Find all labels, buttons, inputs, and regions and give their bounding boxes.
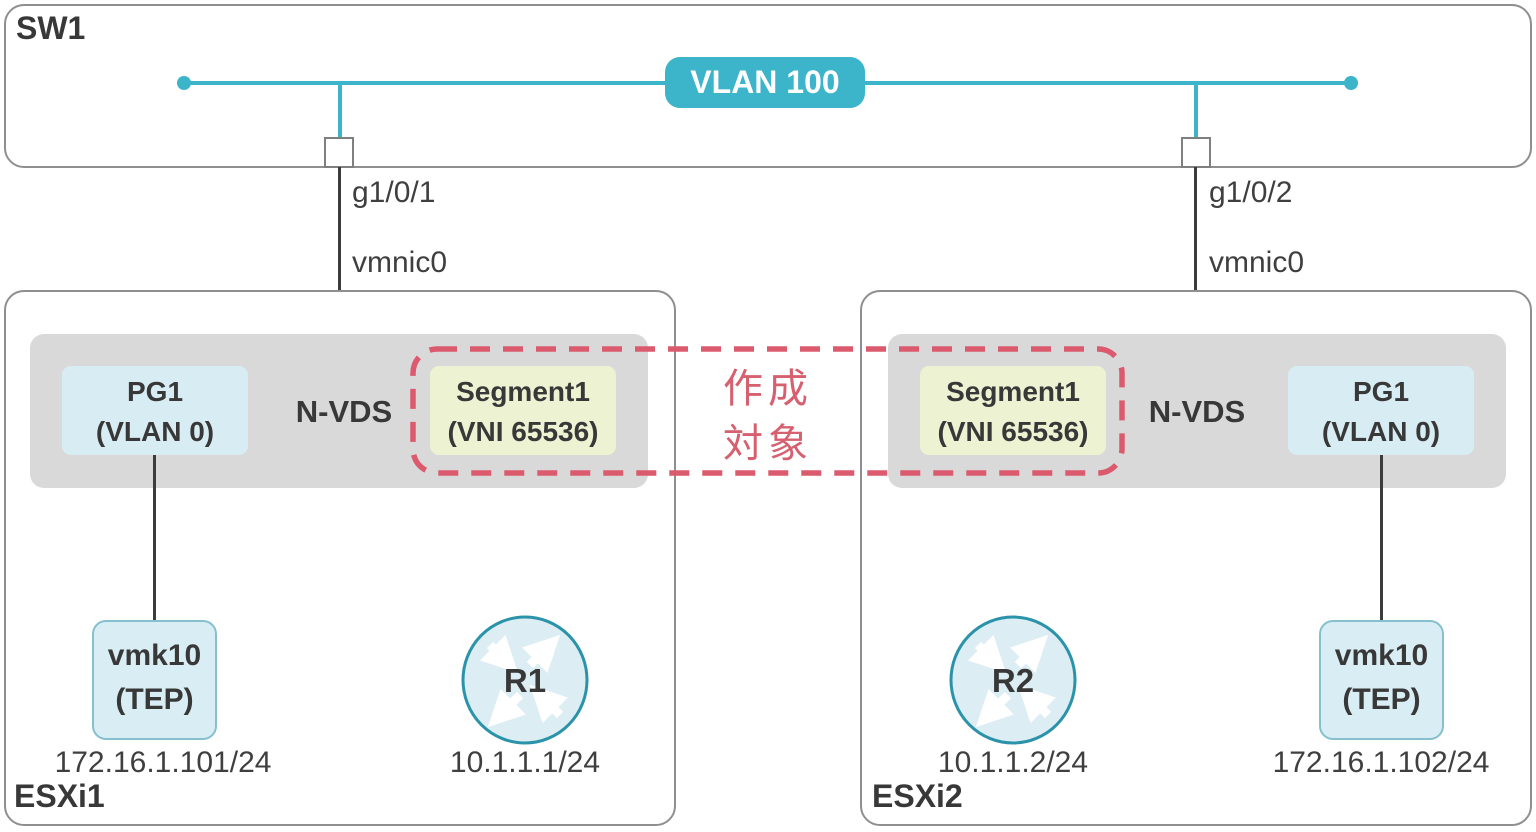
switch-label: SW1	[16, 10, 86, 46]
vmk-name: vmk10	[1334, 639, 1429, 672]
segment1-esxi1: Segment1 (VNI 65536)	[430, 366, 616, 455]
segment-vni: (VNI 65536)	[937, 416, 1089, 447]
segment-name: Segment1	[946, 376, 1080, 407]
portgroup-pg1-esxi2: PG1 (VLAN 0)	[1288, 366, 1474, 455]
vlan-100-badge: VLAN 100	[665, 57, 865, 108]
segment-vni: (VNI 65536)	[447, 416, 599, 447]
portgroup-vlan: (VLAN 0)	[1321, 416, 1441, 447]
uplink-line-right	[1194, 167, 1197, 337]
nic-label-vmnic0-left: vmnic0	[352, 246, 448, 279]
annotation-line1: 作成	[723, 367, 813, 411]
vmk-role: (TEP)	[115, 683, 194, 716]
router-r1-icon: R1	[461, 615, 589, 745]
port-label-g1-0-1: g1/0/1	[352, 176, 436, 209]
switch-port-g1-0-1	[324, 137, 354, 168]
portgroup-name: PG1	[1352, 376, 1410, 407]
router-label: R1	[504, 662, 546, 699]
port-label-g1-0-2: g1/0/2	[1209, 176, 1293, 209]
router-r2-icon: R2	[949, 615, 1077, 745]
vmk10-box-esxi2: vmk10 (TEP)	[1319, 620, 1444, 740]
creation-target-label: 作成 対象	[668, 362, 868, 472]
nvds-label-esxi2: N-VDS	[1148, 394, 1246, 429]
nvds-label-esxi1: N-VDS	[295, 394, 393, 429]
vmk-name: vmk10	[107, 639, 202, 672]
portgroup-vlan: (VLAN 0)	[95, 416, 215, 447]
annotation-line2: 対象	[723, 422, 813, 466]
bus-endpoint-left	[177, 76, 191, 90]
pg-vmk-link-esxi2	[1380, 455, 1383, 621]
bus-drop-right	[1194, 83, 1198, 139]
segment1-esxi2: Segment1 (VNI 65536)	[920, 366, 1106, 455]
nic-label-vmnic0-right: vmnic0	[1209, 246, 1305, 279]
switch-port-g1-0-2	[1181, 137, 1211, 168]
host-label-esxi1: ESXi1	[14, 778, 105, 814]
ip-label-r2: 10.1.1.2/24	[937, 746, 1089, 779]
vmk-role: (TEP)	[1342, 683, 1421, 716]
ip-label-vmk-esxi1: 172.16.1.101/24	[54, 746, 272, 779]
host-label-esxi2: ESXi2	[872, 778, 963, 814]
segment-name: Segment1	[456, 376, 590, 407]
bus-endpoint-right	[1344, 76, 1358, 90]
pg-vmk-link-esxi1	[153, 455, 156, 621]
ip-label-r1: 10.1.1.1/24	[449, 746, 601, 779]
bus-drop-left	[338, 83, 342, 139]
vmk10-box-esxi1: vmk10 (TEP)	[92, 620, 217, 740]
portgroup-name: PG1	[126, 376, 184, 407]
uplink-line-left	[338, 167, 341, 337]
router-label: R2	[992, 662, 1034, 699]
portgroup-pg1-esxi1: PG1 (VLAN 0)	[62, 366, 248, 455]
ip-label-vmk-esxi2: 172.16.1.102/24	[1272, 746, 1490, 779]
